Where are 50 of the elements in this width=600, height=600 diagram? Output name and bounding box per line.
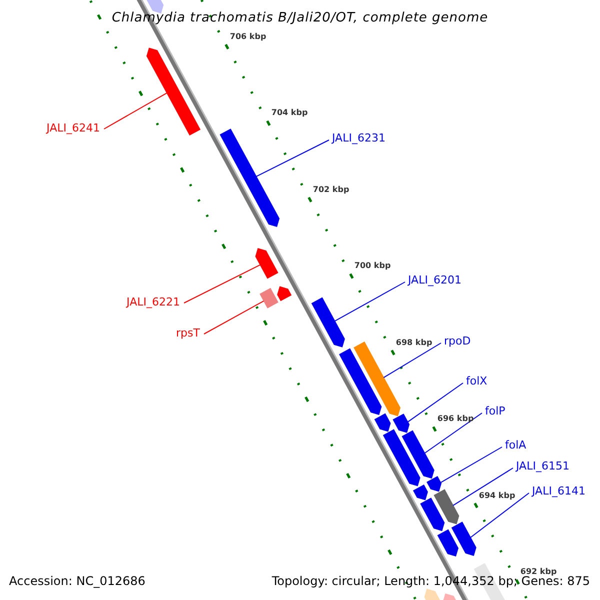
gene-label: folP [485, 406, 506, 416]
scale-label: 696 kbp [437, 415, 474, 424]
accession-text: Accession: NC_012686 [9, 575, 146, 587]
leader-line [204, 300, 264, 334]
leader-line [383, 342, 442, 378]
gene-block [260, 288, 278, 308]
gene-block [434, 489, 460, 524]
gene-block [383, 429, 420, 486]
gene-label: JALI_6141 [532, 486, 586, 496]
gene-block [402, 430, 434, 479]
leader-line [407, 382, 464, 422]
gene-block [413, 484, 428, 500]
genome-summary-text: Topology: circular; Length: 1,044,352 bp; Genes: 875 [272, 575, 590, 587]
scale-label: 700 kbp [354, 262, 391, 270]
scale-label: 702 kbp [312, 186, 350, 194]
gene-label: folA [505, 440, 526, 450]
gene-block [451, 522, 476, 556]
scale-label: 706 kbp [230, 32, 266, 41]
gene-label: JALI_6241 [46, 122, 100, 134]
leader-line [334, 282, 406, 322]
leader-line [440, 446, 502, 484]
leader-line [424, 412, 482, 454]
leader-line [452, 468, 514, 506]
leader-line [184, 264, 260, 304]
scale-label: 694 kbp [478, 492, 516, 500]
gene-label: folX [466, 376, 488, 386]
gene-block [339, 348, 382, 415]
leader-line [470, 492, 530, 538]
gene-label: JALI_6201 [408, 274, 462, 286]
leader-line [256, 140, 330, 177]
gene-label: rpsT [176, 328, 200, 338]
gene-block [437, 529, 458, 556]
gene-label: JALI_6231 [332, 132, 386, 144]
gene-block [255, 248, 278, 279]
title: Chlamydia trachomatis B/Jali20/OT, complete genome [112, 12, 488, 24]
scale-label: 698 kbp [396, 338, 432, 347]
gene-block [426, 476, 442, 492]
scale-label: 692 kbp [520, 568, 557, 576]
gene-block [146, 48, 200, 136]
gene-block [374, 413, 391, 432]
gene-block [277, 286, 292, 302]
scale-label: 704 kbp [271, 109, 308, 118]
gene-block [420, 498, 445, 531]
leader-line [104, 92, 168, 130]
gene-label: rpoD [444, 336, 471, 346]
gene-block [392, 414, 410, 433]
gene-label: JALI_6221 [126, 296, 180, 308]
gene-block [311, 297, 345, 348]
gene-block [220, 128, 280, 227]
gene-label: JALI_6151 [516, 460, 570, 472]
